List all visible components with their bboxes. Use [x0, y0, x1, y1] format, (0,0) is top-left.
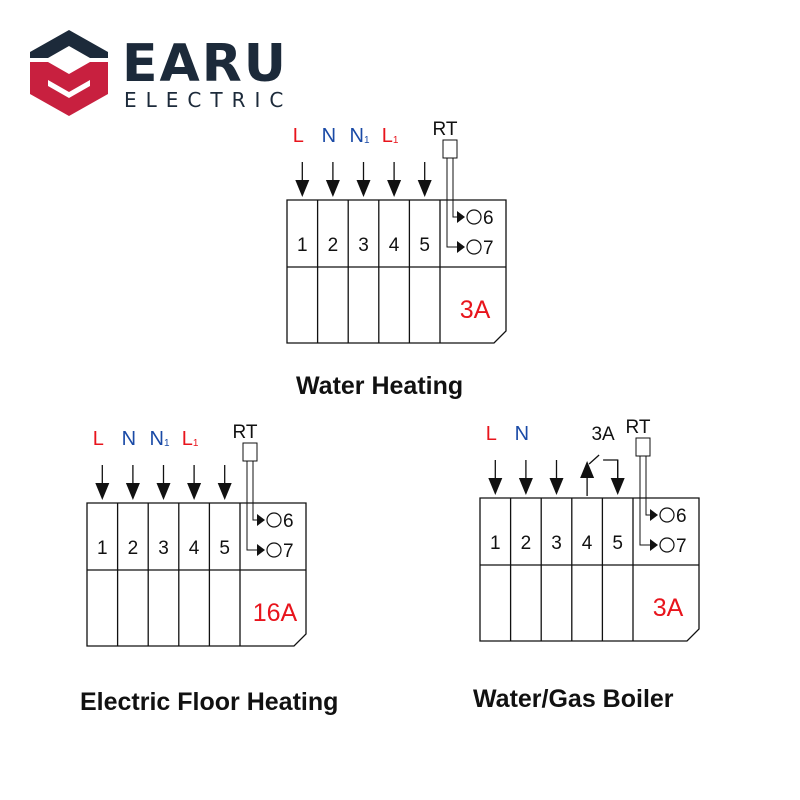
input-label-1: L	[93, 428, 104, 450]
terminal-circle-icon	[266, 542, 282, 558]
sensor-wire	[639, 456, 651, 546]
arrow-down-icon	[518, 478, 533, 495]
arrow-down-icon	[217, 483, 232, 500]
logo-subtitle: ELECTRIC	[124, 88, 293, 112]
arrow-right-icon	[650, 539, 658, 551]
sensor-wire	[246, 461, 258, 551]
terminal-circle-icon	[266, 512, 282, 528]
terminal-number-2: 2	[521, 533, 532, 554]
terminal-block-outline	[479, 497, 700, 642]
terminal-number-4: 4	[582, 533, 593, 554]
terminal-circle-icon	[466, 209, 482, 225]
terminal-number-5: 5	[219, 538, 230, 559]
input-label-2: N	[515, 423, 529, 445]
arrow-down-icon	[488, 478, 503, 495]
current-rating: 3A	[653, 594, 684, 622]
input-label-2: N	[122, 428, 136, 450]
arrow-right-icon	[650, 509, 658, 521]
arrow-down-icon	[187, 483, 202, 500]
terminal-number-2: 2	[328, 235, 339, 256]
current-rating: 16A	[253, 599, 298, 627]
arrow-down-icon	[387, 180, 402, 197]
arrow-right-icon	[257, 514, 265, 526]
terminal-number-1: 1	[490, 533, 501, 554]
arrow-down-icon	[156, 483, 171, 500]
current-rating: 3A	[460, 296, 491, 324]
input-label-1: L	[486, 423, 497, 445]
terminal-number-5: 5	[419, 235, 430, 256]
arrow-down-icon	[325, 180, 340, 197]
arrow-down-icon	[295, 180, 310, 197]
sensor-terminal-7: 7	[676, 536, 687, 557]
arrow-up-icon	[580, 461, 595, 478]
sensor-label: RT	[626, 417, 651, 438]
terminal-number-1: 1	[97, 538, 108, 559]
terminal-number-3: 3	[551, 533, 562, 554]
terminal-number-2: 2	[128, 538, 139, 559]
arrow-right-icon	[457, 241, 465, 253]
input-label-1: L	[293, 125, 304, 147]
terminal-circle-icon	[659, 537, 675, 553]
sensor-probe-icon	[242, 442, 258, 462]
terminal-number-4: 4	[189, 538, 200, 559]
terminal-number-5: 5	[612, 533, 623, 554]
terminal-circle-icon	[466, 239, 482, 255]
terminal-number-3: 3	[158, 538, 169, 559]
sensor-wire	[252, 461, 258, 521]
arrow-down-icon	[125, 483, 140, 500]
arrow-down-icon	[95, 483, 110, 500]
relay-switch-line	[588, 454, 600, 465]
input-label-3: N1	[149, 428, 169, 450]
arrow-down-icon	[610, 478, 625, 495]
terminal-number-1: 1	[297, 235, 308, 256]
sensor-terminal-6: 6	[483, 208, 494, 229]
logo-cube-icon	[30, 30, 108, 116]
caption-water-gas-boiler: Water/Gas Boiler	[473, 685, 674, 713]
terminal-number-3: 3	[358, 235, 369, 256]
arrow-down-icon	[417, 180, 432, 197]
arrow-right-icon	[257, 544, 265, 556]
caption-electric-floor-heating: Electric Floor Heating	[80, 688, 339, 716]
input-label-4: L1	[182, 428, 199, 450]
sensor-terminal-6: 6	[283, 511, 294, 532]
sensor-wire	[452, 158, 458, 218]
arrow-down-icon	[549, 478, 564, 495]
sensor-label: RT	[233, 422, 258, 443]
logo-wordmark: EARU	[122, 34, 289, 94]
sensor-terminal-6: 6	[676, 506, 687, 527]
terminal-circle-icon	[659, 507, 675, 523]
caption-water-heating: Water Heating	[296, 372, 464, 400]
arrow-right-icon	[457, 211, 465, 223]
relay-rating-label: 3A	[591, 424, 615, 445]
input-label-3: N1	[349, 125, 369, 147]
input-label-2: N	[322, 125, 336, 147]
sensor-terminal-7: 7	[283, 541, 294, 562]
sensor-wire	[446, 158, 458, 248]
sensor-probe-icon	[635, 437, 651, 457]
sensor-label: RT	[433, 119, 458, 140]
input-label-4: L1	[382, 125, 399, 147]
terminal-block-outline	[286, 199, 507, 344]
sensor-probe-icon	[442, 139, 458, 159]
sensor-terminal-7: 7	[483, 238, 494, 259]
sensor-wire	[645, 456, 651, 516]
relay-wire	[603, 459, 619, 478]
terminal-number-4: 4	[389, 235, 400, 256]
arrow-down-icon	[356, 180, 371, 197]
terminal-block-outline	[86, 502, 307, 647]
